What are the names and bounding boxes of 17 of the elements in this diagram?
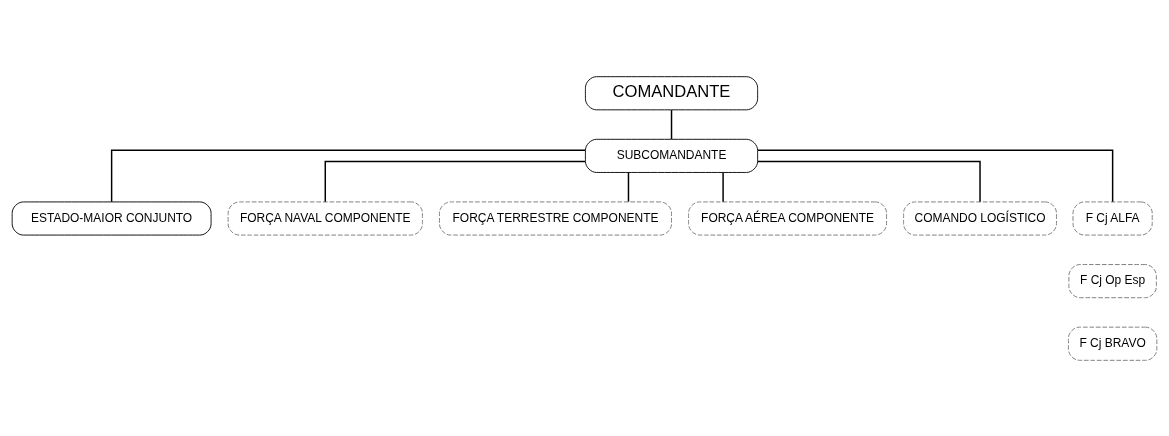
node-box: FORÇA AÉREA COMPONENTE	[688, 200, 887, 236]
connector	[757, 160, 981, 202]
connector	[757, 149, 1114, 202]
node-box: ESTADO-MAIOR CONJUNTO	[11, 200, 212, 236]
node-box: F Cj BRAVO	[1067, 326, 1158, 361]
connector	[627, 171, 630, 202]
connector	[110, 149, 586, 202]
node-box: COMANDANTE	[584, 75, 759, 110]
node-box: FORÇA TERRESTRE COMPONENTE	[439, 200, 672, 236]
node-box: SUBCOMANDANTE	[584, 138, 759, 173]
connector	[722, 171, 724, 202]
node-box: F Cj ALFA	[1072, 200, 1153, 236]
node-box: FORÇA NAVAL COMPONENTE	[227, 200, 423, 236]
node-box: F Cj Op Esp	[1068, 263, 1157, 298]
connector	[324, 160, 586, 202]
node-box: COMANDO LOGÍSTICO	[903, 200, 1057, 236]
connector	[670, 108, 673, 140]
